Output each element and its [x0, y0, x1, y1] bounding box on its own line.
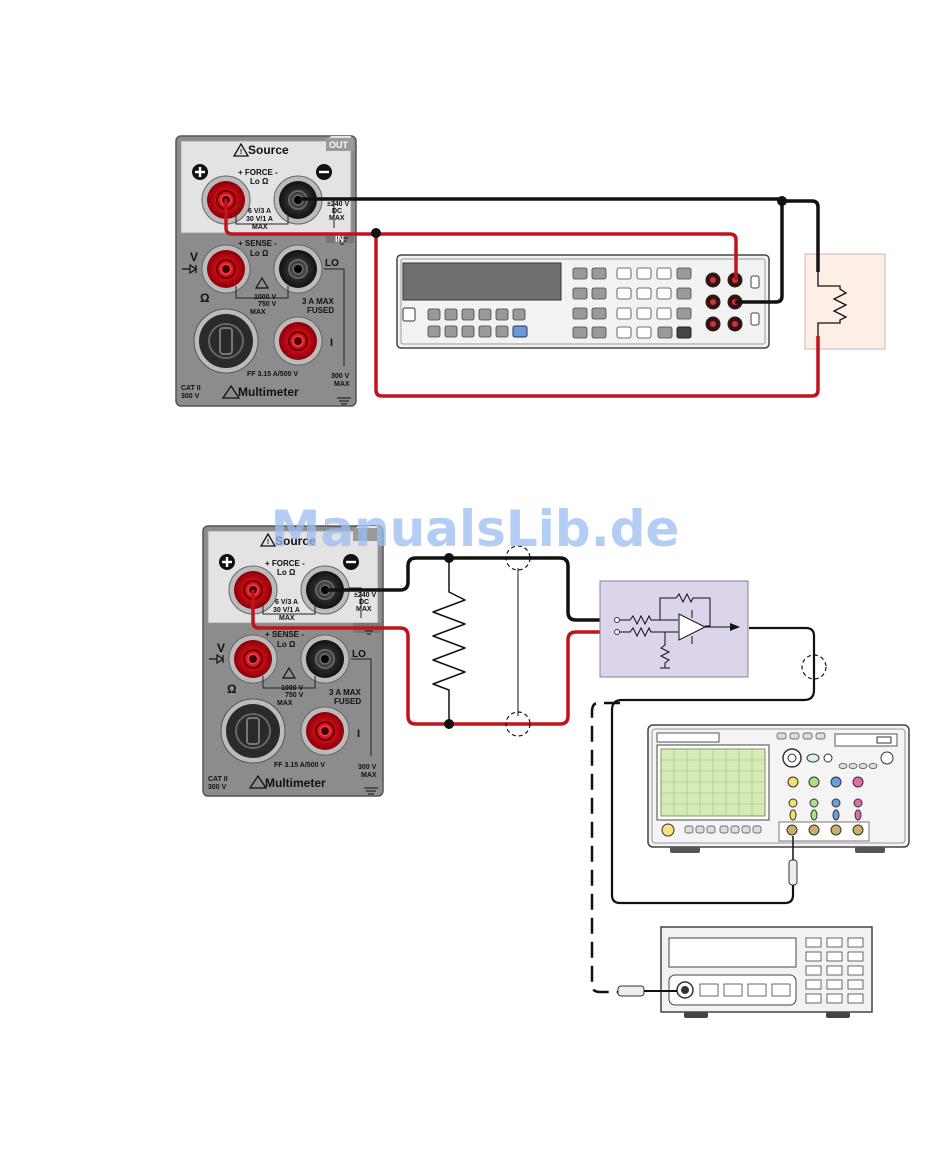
- dc-rating-3: MAX: [329, 215, 345, 222]
- amp-rating-2: FUSED: [307, 306, 334, 315]
- meas-rating-1-b: 1000 V: [281, 685, 304, 692]
- oscilloscope: [647, 724, 910, 886]
- meas-rating-3: MAX: [250, 309, 266, 316]
- dc-rating-1: ±240 V: [327, 201, 349, 208]
- cat-label-2-b: 300 V: [208, 784, 227, 791]
- gnd-rating-2: MAX: [334, 381, 350, 388]
- source-rating-1: 6 V/3 A: [248, 208, 271, 215]
- lo-ohm-label-2: Lo Ω: [277, 568, 296, 577]
- ohm-label: Ω: [200, 291, 210, 305]
- panel-labels-bottom: Source + FORCE - Lo Ω 6 V/3 A 30 V/1 A M…: [208, 534, 377, 791]
- meas-rating-3-b: MAX: [277, 700, 293, 707]
- source-rating-3-b: MAX: [279, 615, 295, 622]
- dc-rating-2: DC: [332, 208, 342, 215]
- meas-rating-2: 750 V: [258, 301, 277, 308]
- source-rating-2-b: 30 V/1 A: [273, 607, 300, 614]
- amp-rating-2-b: FUSED: [334, 697, 361, 706]
- source-rating-2: 30 V/1 A: [246, 216, 273, 223]
- dc-rating-2-b: DC: [359, 599, 369, 606]
- sense-label-2: + SENSE -: [265, 630, 304, 639]
- multimeter-title: Multimeter: [238, 385, 299, 399]
- source-title: Source: [248, 143, 289, 157]
- source-rating-3: MAX: [252, 224, 268, 231]
- amp-rating-1-b: 3 A MAX: [329, 688, 362, 697]
- force-label-2: + FORCE -: [265, 559, 305, 568]
- dc-rating-1-b: ±240 V: [354, 592, 376, 599]
- cat-label-2: 300 V: [181, 393, 200, 400]
- wires-bottom: [251, 545, 827, 994]
- i-label: I: [330, 337, 333, 349]
- lo-ohm-label: Lo Ω: [250, 177, 269, 186]
- top-diagram: Source OUT IN + FORCE - Lo Ω 6 V/3 A 30 …: [175, 135, 886, 407]
- cat-label-1-b: CAT II: [208, 776, 228, 783]
- fuse-label: FF 3.15 A/500 V: [247, 371, 298, 378]
- wires-top: [224, 196, 820, 398]
- cat-label-1: CAT II: [181, 385, 201, 392]
- multimeter-title-2: Multimeter: [265, 776, 326, 790]
- amplifier-module: [599, 580, 749, 678]
- out-tag: OUT: [329, 140, 349, 150]
- force-label: + FORCE -: [238, 168, 278, 177]
- fuse-label-2: FF 3.15 A/500 V: [274, 762, 325, 769]
- meas-rating-2-b: 750 V: [285, 692, 304, 699]
- panel-labels-top: Source OUT IN + FORCE - Lo Ω 6 V/3 A 30 …: [181, 140, 350, 400]
- source-rating-1-b: 6 V/3 A: [275, 599, 298, 606]
- bench-multimeter: [396, 254, 770, 349]
- lo-label: LO: [325, 258, 339, 269]
- sense-lo-ohm-2: Lo Ω: [277, 640, 296, 649]
- source-title-2: Source: [275, 534, 316, 548]
- lo-label-2: LO: [352, 649, 366, 660]
- ohm-label-2: Ω: [227, 682, 237, 696]
- meas-rating-1: 1000 V: [254, 294, 277, 301]
- i-label-2: I: [357, 728, 360, 740]
- v-label-2: V: [217, 641, 225, 655]
- sense-label: + SENSE -: [238, 239, 277, 248]
- bottom-diagram: Source + FORCE - Lo Ω 6 V/3 A 30 V/1 A M…: [202, 525, 910, 1018]
- v-label: V: [190, 250, 198, 264]
- gnd-rating-1: 300 V: [331, 373, 350, 380]
- gnd-rating-2-b: MAX: [361, 772, 377, 779]
- gnd-rating-1-b: 300 V: [358, 764, 377, 771]
- watermark: ManualsLib.de: [271, 500, 680, 558]
- frequency-counter: [617, 926, 873, 1018]
- sense-lo-ohm: Lo Ω: [250, 249, 269, 258]
- in-tag: IN: [335, 234, 344, 244]
- dc-rating-3-b: MAX: [356, 606, 372, 613]
- amp-rating-1: 3 A MAX: [302, 297, 335, 306]
